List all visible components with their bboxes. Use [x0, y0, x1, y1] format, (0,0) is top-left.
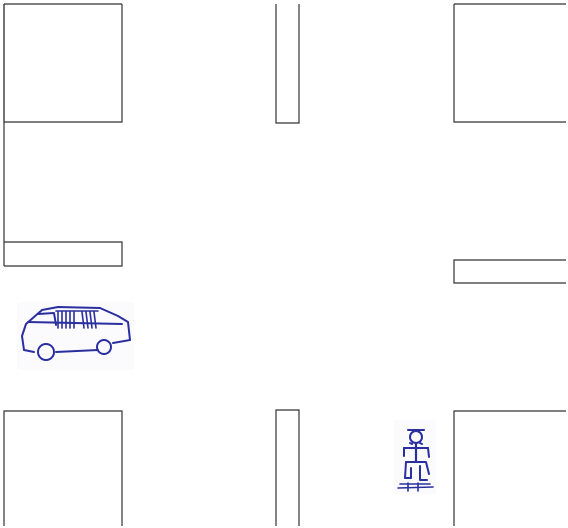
pedestrian-sketch-icon [394, 420, 436, 494]
car-sketch-icon [17, 302, 134, 370]
